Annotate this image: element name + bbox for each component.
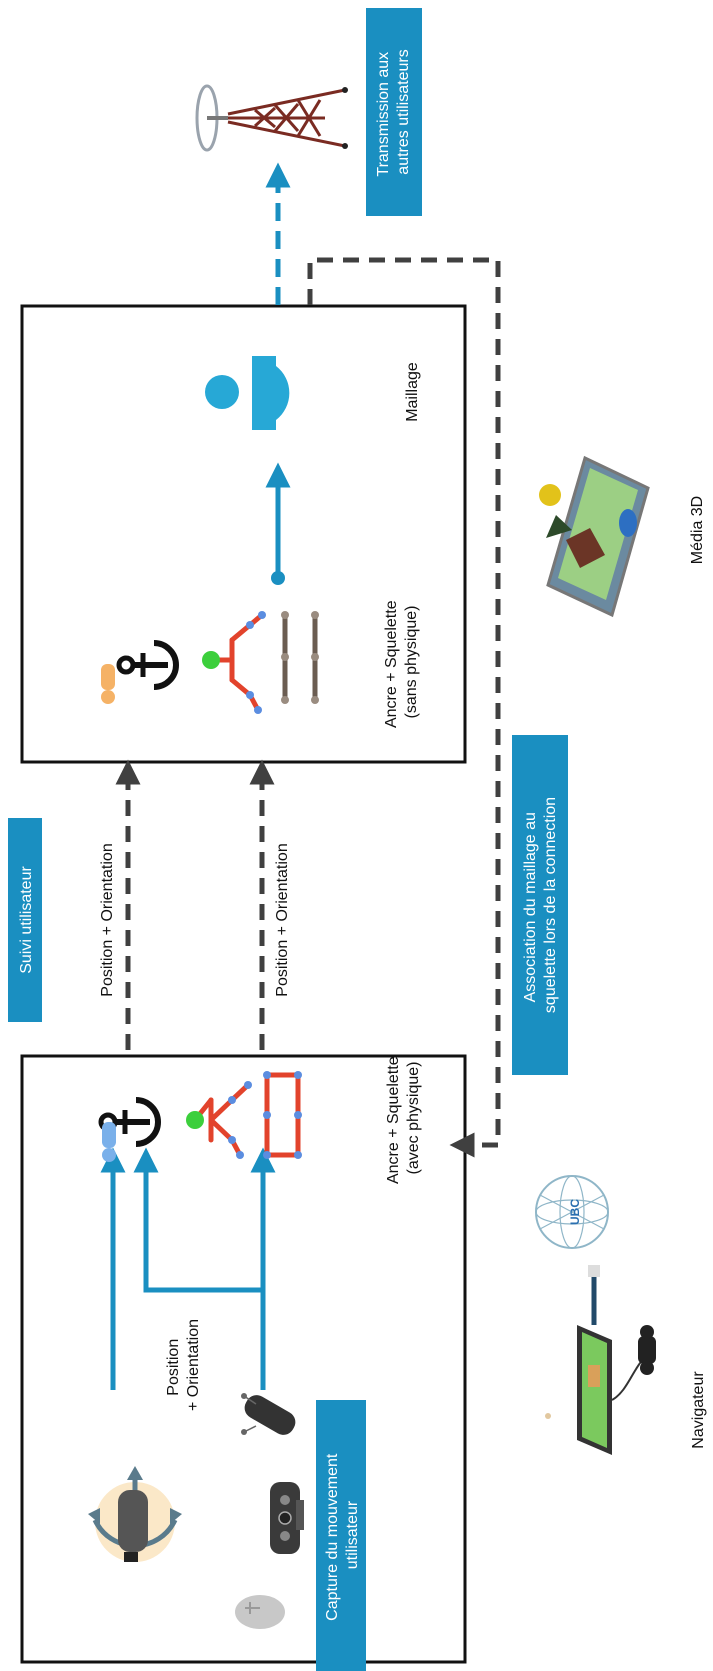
association-label: Association du maillage au squelette lor… — [522, 797, 559, 1013]
mesh-avatar-icon — [205, 356, 290, 430]
maillage-label: Maillage — [404, 362, 421, 422]
depth-camera-icon — [270, 1482, 304, 1554]
ancre-sans-line-1: Ancre + Squelette — [383, 600, 400, 728]
position-sensors-line-2: + Orientation — [185, 1319, 202, 1411]
radio-tower-icon — [195, 84, 348, 152]
capture-frame — [20, 1054, 467, 1664]
skeleton-icon — [202, 611, 319, 714]
position-sensors-label: Position + Orientation — [165, 1319, 202, 1411]
association-line-1: Association du maillage au — [522, 812, 539, 1002]
skeleton-icon — [186, 1071, 302, 1159]
position-sensors-line-1: Position — [165, 1339, 182, 1396]
navigator-icon — [545, 1265, 651, 1455]
transmission-label-box — [366, 8, 422, 216]
suivi-label: Suivi utilisateur — [18, 866, 35, 974]
anchor-icon — [116, 640, 179, 690]
gamepad-icon — [638, 1325, 656, 1375]
capture-line-2: utilisateur — [344, 1500, 361, 1569]
media-label: Média 3D — [689, 496, 706, 564]
position-orientation-top-label: Position + Orientation — [99, 843, 116, 996]
suivi-label-box — [8, 818, 42, 1022]
association-line-2: squelette lors de la connection — [542, 797, 559, 1013]
ancre-sans-label: Ancre + Squelette (sans physique) — [383, 596, 420, 728]
user-icon — [102, 1122, 116, 1162]
ancre-sans-line-2: (sans physique) — [403, 606, 420, 719]
transmission-label: Transmission aux autres utilisateurs — [375, 47, 412, 176]
vr-headset-icon — [88, 1466, 182, 1562]
ancre-avec-line-1: Ancre + Squelette — [385, 1056, 402, 1184]
logo-sphere-icon: UBC — [535, 1175, 609, 1249]
transmission-line-2: autres utilisateurs — [395, 49, 412, 174]
navigateur-label: Navigateur — [690, 1371, 707, 1449]
ancre-avec-label: Ancre + Squelette (avec physique) — [385, 1052, 422, 1184]
ancre-avec-line-2: (avec physique) — [405, 1062, 422, 1175]
capture-label: Capture du mouvement utilisateur — [324, 1449, 361, 1621]
capture-line-1: Capture du mouvement — [324, 1453, 341, 1621]
association-label-box — [512, 735, 568, 1075]
vr-controller-icon — [241, 1393, 296, 1435]
mouse-icon — [235, 1595, 285, 1629]
svg-text:UBC: UBC — [568, 1199, 582, 1225]
transmission-line-1: Transmission aux — [375, 52, 392, 177]
position-orientation-bottom-label: Position + Orientation — [274, 843, 291, 996]
user-icon — [101, 664, 115, 704]
processing-frame — [20, 304, 467, 764]
media-3d-icon — [539, 455, 650, 618]
capture-label-box — [316, 1400, 366, 1671]
